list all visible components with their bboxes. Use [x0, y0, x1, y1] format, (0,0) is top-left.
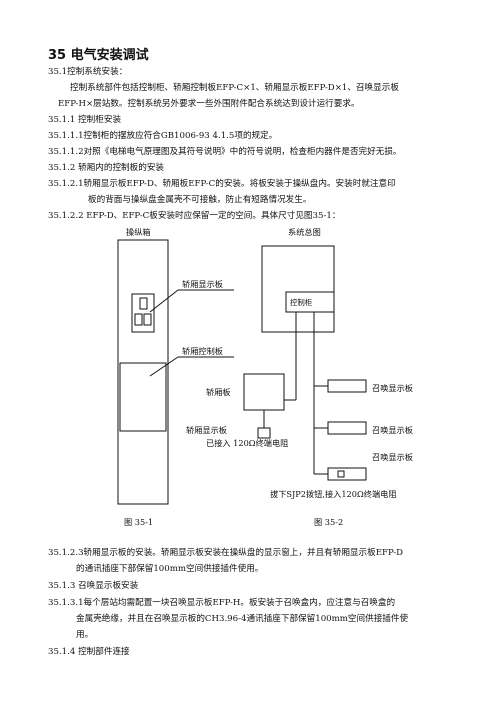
text-line: 金属壳绝缘，并且在召唤显示板的CH3.96-4通讯插座下部保留100mm空间供接… — [76, 614, 409, 624]
call-display-label: 召唤显示板 — [372, 452, 413, 462]
display-digit — [143, 313, 152, 326]
call-display-box — [327, 467, 367, 481]
car-control-label: 轿厢控制板 — [182, 346, 223, 356]
text-line: 35.1.2.1轿厢显示板EFP-D、轿厢板EFP-C的安装。将板安装于操纵盘内… — [48, 179, 396, 189]
jumper-note: 拔下SJP2拨钮,接入120Ω终端电阻 — [270, 489, 397, 499]
control-cabinet-label: 控制柜 — [290, 298, 313, 307]
text-line: 的通讯插座下部保留100mm空间供接插件使用。 — [76, 564, 264, 574]
system-frame — [261, 245, 335, 333]
text-line: EFP-H×层站数。控制系统另外要求一些外围附件配合系统达到设计运行要求。 — [58, 99, 360, 109]
control-cabinet-box — [285, 291, 335, 313]
call-display-label: 召唤显示板 — [372, 425, 413, 435]
text-line: 35.1.1 控制柜安装 — [48, 115, 122, 125]
call-display-label: 召唤显示板 — [372, 383, 413, 393]
control-board-area — [119, 362, 167, 432]
fig1-caption: 图 35-1 — [124, 517, 154, 527]
text-line: 35.1.3 召唤显示板安装 — [48, 581, 139, 591]
display-window — [131, 293, 155, 333]
text-line: 用。 — [76, 630, 94, 640]
car-board-box — [243, 373, 285, 411]
car-display-label: 轿厢显示板 — [182, 279, 223, 289]
leader-line — [149, 356, 179, 377]
jumper-switch — [337, 470, 345, 478]
car-display-label: 轿厢显示板 — [186, 425, 227, 435]
call-display-box — [327, 379, 367, 393]
fig2-title: 系统总图 — [288, 227, 321, 237]
leader-line — [149, 289, 179, 313]
text-line: 控制系统部件包括控制柜、轿厢控制板EFP-C×1、轿厢显示板EFP-D×1、召唤… — [70, 83, 399, 93]
text-line: 35.1.1.2对照《电梯电气原理图及其符号说明》中的符号说明，检查柜内器件是否… — [48, 147, 402, 157]
call-display-box — [327, 421, 367, 435]
car-display-box — [257, 427, 271, 439]
text-line: 35.1.4 控制部件连接 — [48, 647, 130, 657]
text-line: 35.1控制系统安装： — [48, 67, 128, 77]
fig2-caption: 图 35-2 — [314, 517, 344, 527]
display-digit — [139, 297, 148, 310]
control-panel-outline — [117, 239, 169, 505]
text-line: 35.1.3.1每个层站均需配置一块召唤显示板EFP-H。板安装于召唤盒内，应注… — [48, 598, 396, 608]
text-line: 板的背面与操纵盘金属壳不可接触，防止有短路情况发生。 — [88, 195, 312, 205]
text-line: 35.1.2.2 EFP-D、EFP-C板安装时应保留一定的空间。具体尺寸见图3… — [48, 211, 341, 221]
fig1-title: 操纵箱 — [126, 227, 151, 237]
display-digit — [134, 313, 143, 326]
terminal-note: 已接入 120Ω终端电阻 — [206, 438, 289, 448]
text-line: 35.1.1.1控制柜的摆放应符合GB1006-93 4.1.5项的规定。 — [48, 131, 278, 141]
car-board-label: 轿厢板 — [206, 387, 231, 397]
text-line: 35.1.2 轿厢内的控制板的安装 — [48, 163, 165, 173]
text-line: 35.1.2.3轿厢显示板的安装。轿厢显示板安装在操纵盘的显示窗上，并且有轿厢显… — [48, 548, 404, 558]
section-heading: 35 电气安装调试 — [48, 48, 149, 63]
